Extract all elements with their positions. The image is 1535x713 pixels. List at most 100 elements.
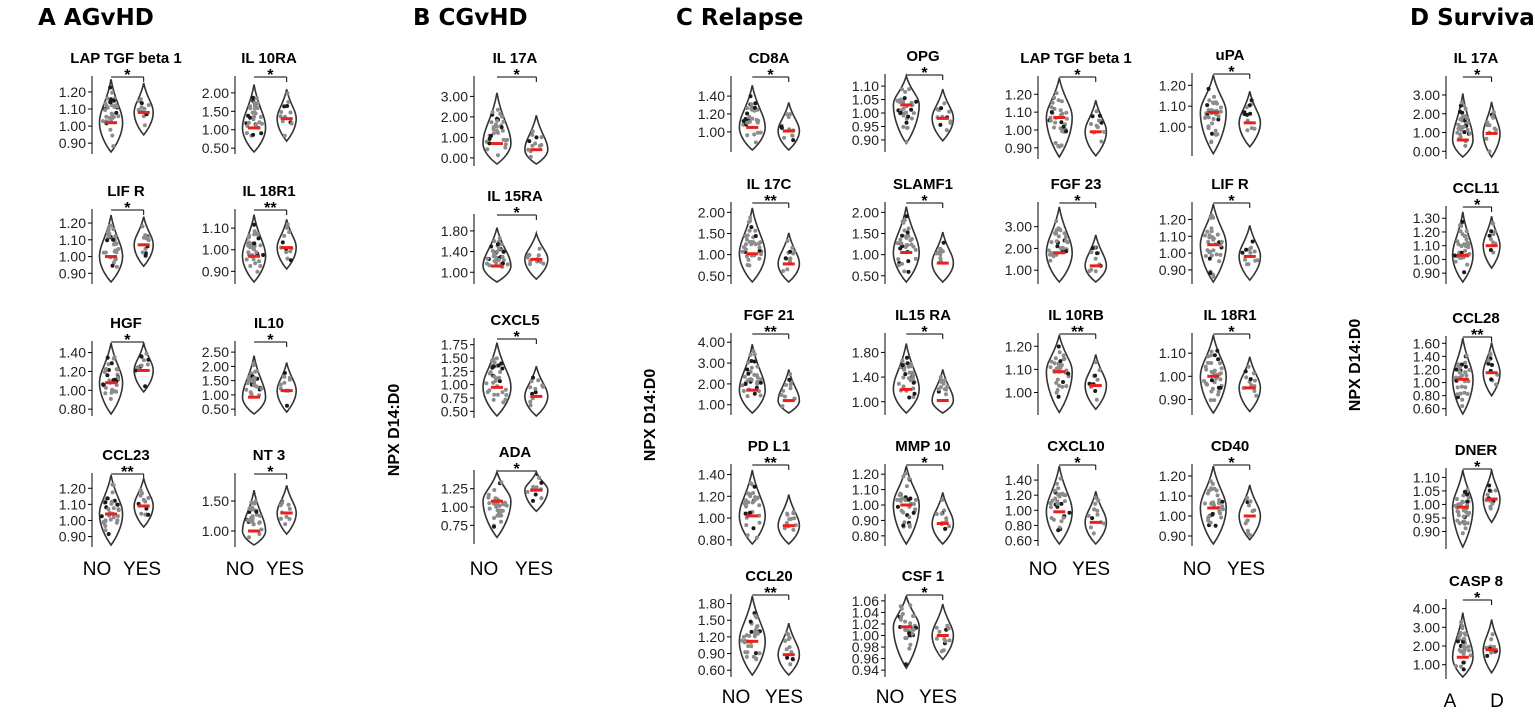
data-point — [105, 373, 110, 378]
data-point — [1207, 514, 1212, 519]
violin-yes — [524, 365, 549, 418]
data-point — [1463, 360, 1468, 365]
data-point — [948, 119, 953, 124]
violin-no — [482, 92, 512, 165]
data-point — [1049, 110, 1054, 115]
data-point — [491, 397, 496, 402]
data-point — [1094, 109, 1099, 114]
y-tick-label: 1.20 — [1159, 468, 1186, 484]
data-point — [504, 503, 509, 508]
data-point — [942, 101, 947, 106]
violin-no — [1045, 465, 1074, 546]
subplot-title: HGF — [110, 315, 142, 332]
data-point — [254, 250, 259, 255]
data-point — [755, 624, 760, 629]
data-point — [245, 381, 250, 386]
data-point — [1046, 248, 1051, 253]
y-tick-label: 1.40 — [1005, 472, 1032, 488]
data-point — [106, 507, 111, 512]
data-point — [1056, 344, 1061, 349]
y-tick-label: 2.00 — [698, 376, 725, 392]
data-point — [103, 524, 108, 528]
data-point — [1092, 507, 1097, 512]
data-point — [895, 504, 900, 509]
data-point — [911, 111, 916, 116]
data-point — [897, 493, 902, 498]
data-point — [108, 127, 113, 132]
data-point — [1463, 248, 1468, 253]
data-point — [1090, 114, 1095, 119]
data-point — [742, 501, 747, 506]
data-point — [783, 394, 787, 399]
data-point — [106, 532, 111, 536]
data-point — [103, 518, 108, 523]
data-point — [503, 142, 508, 147]
data-point — [747, 228, 752, 233]
subplot-title: MMP 10 — [895, 438, 951, 455]
data-point — [1216, 117, 1221, 122]
y-tick-label: 1.40 — [441, 244, 468, 260]
y-tick-label: 1.00 — [441, 377, 468, 393]
data-point — [1488, 352, 1493, 357]
y-tick-label: 0.50 — [441, 403, 468, 419]
data-point — [753, 140, 758, 145]
data-point — [1459, 100, 1464, 105]
data-point — [1246, 531, 1251, 536]
data-point — [1057, 350, 1062, 355]
y-tick-label: 1.20 — [1005, 487, 1032, 503]
significance-marker: * — [921, 65, 928, 82]
data-point — [913, 247, 918, 252]
data-point — [1204, 115, 1208, 119]
y-tick-label: 0.90 — [1005, 140, 1032, 156]
data-point — [1211, 274, 1216, 279]
violin-no — [98, 79, 124, 154]
data-point — [1208, 398, 1213, 403]
data-point — [1465, 499, 1470, 504]
data-point — [746, 220, 751, 224]
subplot-title: ADA — [499, 444, 532, 461]
data-point — [1458, 109, 1462, 114]
data-point — [896, 381, 901, 386]
data-point — [745, 491, 750, 496]
data-point — [1093, 501, 1098, 506]
data-point — [904, 484, 909, 489]
data-point — [495, 107, 500, 112]
y-tick-label: 1.02 — [852, 616, 879, 632]
data-point — [257, 259, 261, 264]
data-point — [1206, 360, 1210, 365]
data-point — [934, 512, 939, 516]
data-point — [754, 651, 758, 656]
data-point — [251, 522, 256, 527]
data-point — [257, 532, 262, 536]
subplot-title: IL 18R1 — [242, 183, 295, 200]
data-point — [495, 249, 500, 254]
panel-title-a: A AGvHD — [38, 5, 154, 31]
data-point — [906, 259, 911, 264]
y-tick-label: 0.90 — [1159, 262, 1186, 278]
data-point — [1087, 269, 1092, 274]
data-point — [1245, 128, 1250, 133]
y-tick-label: 1.10 — [852, 482, 879, 498]
significance-marker: ** — [264, 200, 277, 217]
y-tick-label: 1.00 — [1413, 375, 1440, 391]
data-point — [1209, 500, 1214, 505]
y-tick-label: 1.40 — [1413, 348, 1440, 364]
data-point — [901, 474, 906, 479]
data-point — [487, 263, 492, 268]
violin-yes — [133, 342, 155, 394]
data-point — [788, 662, 793, 667]
data-point — [1461, 667, 1466, 672]
data-point — [1066, 371, 1071, 376]
significance-marker: ** — [121, 464, 134, 481]
data-point — [750, 116, 755, 121]
data-point — [745, 650, 750, 655]
y-tick-label: 1.00 — [852, 247, 879, 263]
data-point — [744, 242, 748, 247]
data-point — [1212, 398, 1217, 403]
data-point — [789, 650, 794, 654]
data-point — [498, 111, 503, 116]
data-point — [745, 394, 750, 399]
data-point — [1215, 132, 1220, 137]
